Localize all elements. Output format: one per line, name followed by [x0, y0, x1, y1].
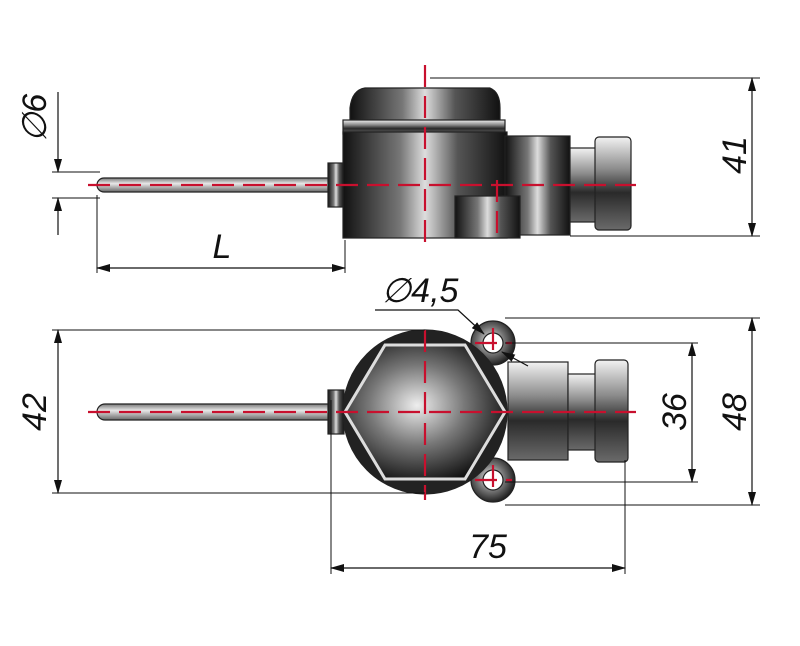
cable-gland-nut — [594, 136, 632, 231]
bottom-view: ∅4,5 42 36 48 75 — [16, 272, 760, 574]
top-view: ∅6 41 L — [16, 65, 760, 273]
hole-spacing-label: 36 — [656, 393, 694, 431]
overall-height-label: 48 — [716, 393, 754, 431]
hole-diameter-label: ∅4,5 — [382, 272, 459, 310]
body-height-label: 42 — [16, 393, 54, 431]
hole-diameter-leader — [375, 309, 485, 335]
length-label: L — [213, 228, 232, 266]
boss-lower — [454, 195, 521, 239]
height-label: 41 — [716, 136, 754, 174]
width-label: 75 — [469, 528, 507, 566]
hole-diameter-leader — [501, 351, 529, 367]
rod-diameter-label: ∅6 — [16, 94, 54, 143]
